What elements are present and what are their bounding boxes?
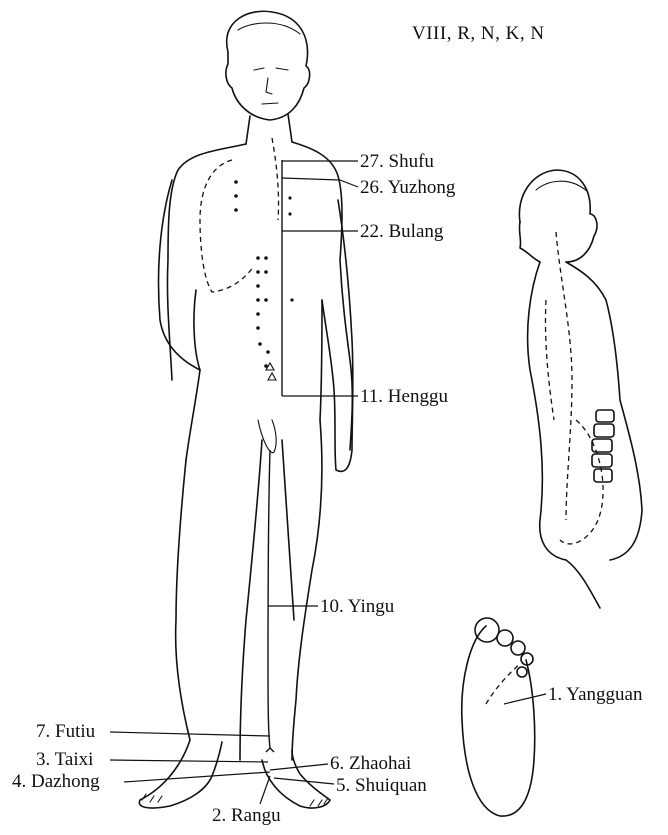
- diagram-code-label: VIII, R, N, K, N: [412, 24, 545, 43]
- torso-point-dots: [234, 180, 293, 368]
- point-label-27: 27. Shufu: [360, 152, 434, 171]
- point-label-11: 11. Henggu: [360, 387, 448, 406]
- spine-vertebrae: [592, 410, 614, 482]
- point-label-22: 22. Bulang: [360, 222, 443, 241]
- point-label-2: 2. Rangu: [212, 806, 281, 825]
- point-label-10: 10. Yingu: [320, 597, 394, 616]
- point-label-1: 1. Yangguan: [548, 685, 642, 704]
- point-label-7: 7. Futiu: [36, 722, 95, 741]
- point-label-6: 6. Zhaohai: [330, 754, 411, 773]
- foot-sole-figure: [462, 618, 535, 816]
- leader-lines: [110, 161, 546, 804]
- front-body-figure: [139, 11, 353, 808]
- point-label-26: 26. Yuzhong: [360, 178, 455, 197]
- point-label-3: 3. Taixi: [36, 750, 93, 769]
- point-label-5: 5. Shuiquan: [336, 776, 427, 795]
- point-label-4: 4. Dazhong: [12, 772, 100, 791]
- side-body-figure: [519, 170, 642, 608]
